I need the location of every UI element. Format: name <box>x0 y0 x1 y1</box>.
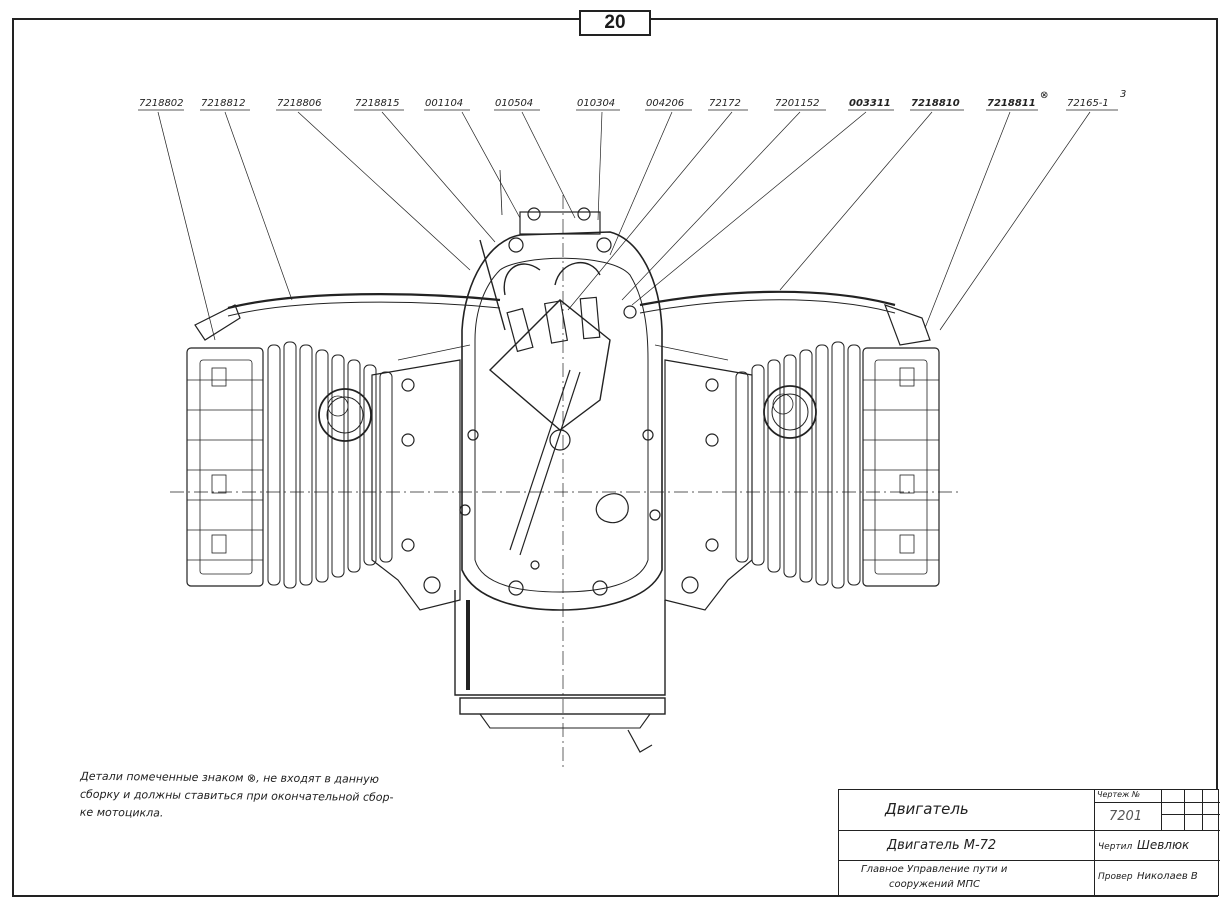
right-intake-port <box>763 385 817 439</box>
magneto <box>479 239 611 556</box>
left-intake-port <box>318 388 372 442</box>
organization-line: сооружений МПС <box>889 879 981 890</box>
page-number: 20 <box>604 12 626 33</box>
callout-labels: 7218802 7218812 7218806 7218815 001104 0… <box>139 89 1126 109</box>
callout-label: 7218806 <box>277 98 322 109</box>
assembly-name: Двигатель <box>885 800 969 818</box>
timing-cover <box>459 231 663 611</box>
excluded-part-icon: ⊗ <box>1040 90 1048 101</box>
callout-label: 001104 <box>425 98 463 109</box>
callout-label: 004206 <box>646 98 684 109</box>
checked-label: Провер <box>1098 872 1133 882</box>
engine-name: Двигатель М-72 <box>887 838 997 853</box>
callout-label: 7218815 <box>355 98 400 109</box>
callout-label: 010504 <box>495 98 533 109</box>
drafted-label: Чертил <box>1098 842 1133 852</box>
right-cylinder-fins <box>735 341 861 589</box>
left-cylinder-head <box>186 304 264 587</box>
organization-line: Главное Управление пути и <box>861 864 1008 875</box>
drafted-by-signature: Шевлюк <box>1137 838 1190 852</box>
callout-superscript: 3 <box>1120 89 1126 100</box>
left-cylinder-fins <box>267 341 393 589</box>
right-ignition-lead <box>639 290 896 307</box>
drawing-number-label: Чертеж № <box>1097 790 1141 799</box>
left-ignition-lead <box>227 293 501 310</box>
callout-label: 003311 <box>849 98 891 109</box>
callout-label: 72165-1 <box>1067 98 1109 109</box>
drawing-number: 7201 <box>1109 809 1143 824</box>
callout-label: 7218810 <box>911 98 960 109</box>
title-block: Двигатель Чертеж № 7201 Двигатель М-72 Ч… <box>838 789 1220 897</box>
right-cylinder-head <box>862 304 940 587</box>
oil-sump <box>454 590 666 753</box>
callout-label: 7218802 <box>139 98 184 109</box>
assembly-note: Детали помеченные знаком ⊗, не входят в … <box>80 768 521 827</box>
top-bracket <box>499 169 601 235</box>
callout-label: 7201152 <box>775 98 820 109</box>
callout-label: 72172 <box>709 98 741 109</box>
checked-by-signature: Николаев В <box>1137 871 1198 882</box>
leader-lines <box>157 111 1091 341</box>
crankcase <box>371 344 753 611</box>
callout-label: 7218811 <box>987 98 1036 109</box>
callout-label: 010304 <box>577 98 615 109</box>
callout-label: 7218812 <box>201 98 246 109</box>
page-number-box: 20 <box>579 10 651 36</box>
